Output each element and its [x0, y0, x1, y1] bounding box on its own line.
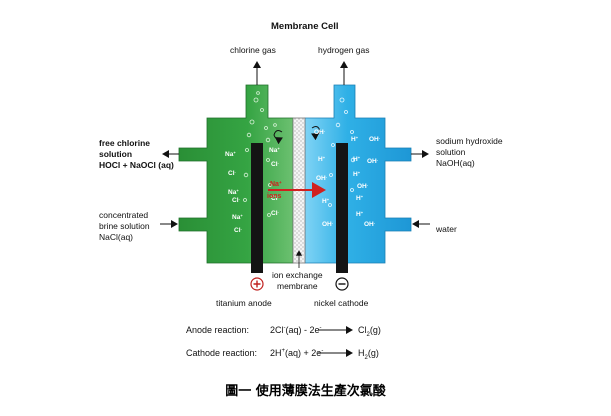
figure-caption: 圖一 使用薄膜法生產次氯酸: [225, 384, 386, 399]
ion-label: OH-: [357, 182, 369, 190]
ion-label: Cl-: [232, 196, 241, 204]
titanium-anode-label: titanium anode: [216, 298, 272, 308]
cathode-reaction-label: Cathode reaction:: [186, 348, 258, 358]
ion-label: OH-: [367, 157, 379, 165]
ion-label: H+: [353, 155, 361, 163]
svg-text:Na+: Na+: [270, 180, 282, 188]
ion-label: Cl-: [234, 226, 243, 234]
ion-label: H+: [322, 197, 330, 205]
ion-label: Na+: [228, 188, 239, 196]
ion-exchange-label-line1: ion exchange: [272, 270, 323, 280]
ion-label: Cl-: [271, 194, 280, 202]
ion-label: OH-: [314, 128, 326, 136]
chlorine-bubbles: [243, 91, 277, 217]
ion-label: H+: [356, 194, 364, 202]
ion-label: OH-: [364, 220, 376, 228]
ion-label: OH-: [316, 174, 328, 182]
water-label: water: [436, 224, 457, 234]
anode-reaction-label: Anode reaction:: [186, 325, 250, 335]
ion-label: Na+: [225, 150, 236, 158]
hydrogen-gas-label: hydrogen gas: [318, 45, 370, 55]
cathode-chamber: [304, 84, 412, 264]
ion-label: OH-: [369, 135, 381, 143]
ion-label: Na+: [232, 213, 243, 221]
cathode-swirl-icon: [311, 126, 321, 141]
ion-label: Cl-: [271, 209, 280, 217]
hydrogen-bubbles: [328, 97, 356, 207]
nickel-cathode-label: nickel cathode: [314, 298, 369, 308]
titanium-anode-electrode: [251, 143, 263, 273]
ion-exchange-label-line2: membrane: [277, 281, 318, 291]
anode-swirl-icon: [273, 130, 283, 145]
cathode-reaction-left: 2H+(aq) + 2e-: [270, 348, 324, 358]
anode-ions: Na+ Cl- Na+ Cl- Na+ Cl- Na+ Cl- Cl- Cl-: [225, 146, 280, 234]
nickel-cathode-electrode: [336, 143, 348, 273]
cathode-reaction-right: H2(g): [358, 348, 379, 361]
ion-label: Na+: [269, 146, 280, 154]
ion-label: H+: [318, 155, 326, 163]
chlorine-gas-label: chlorine gas: [230, 45, 276, 55]
anode-reaction-left: 2Cl-(aq) - 2e-: [270, 325, 322, 335]
ion-label: H+: [353, 170, 361, 178]
ion-label: H+: [356, 210, 364, 218]
ion-label: Cl-: [228, 169, 237, 177]
anode-chamber: [178, 84, 294, 264]
cathode-ions: OH- H+ OH- H+ H+ OH- OH- H+ H+ OH- H+ OH…: [314, 128, 381, 228]
ion-label: Cl-: [271, 160, 280, 168]
ion-label: H+: [351, 135, 359, 143]
diagram-title: Membrane Cell: [271, 21, 339, 32]
anode-reaction-right: Cl2(g): [358, 325, 381, 338]
ion-label: OH-: [322, 220, 334, 228]
svg-text:ions: ions: [267, 193, 281, 200]
na-ions-label: Na+ ions: [267, 180, 282, 200]
